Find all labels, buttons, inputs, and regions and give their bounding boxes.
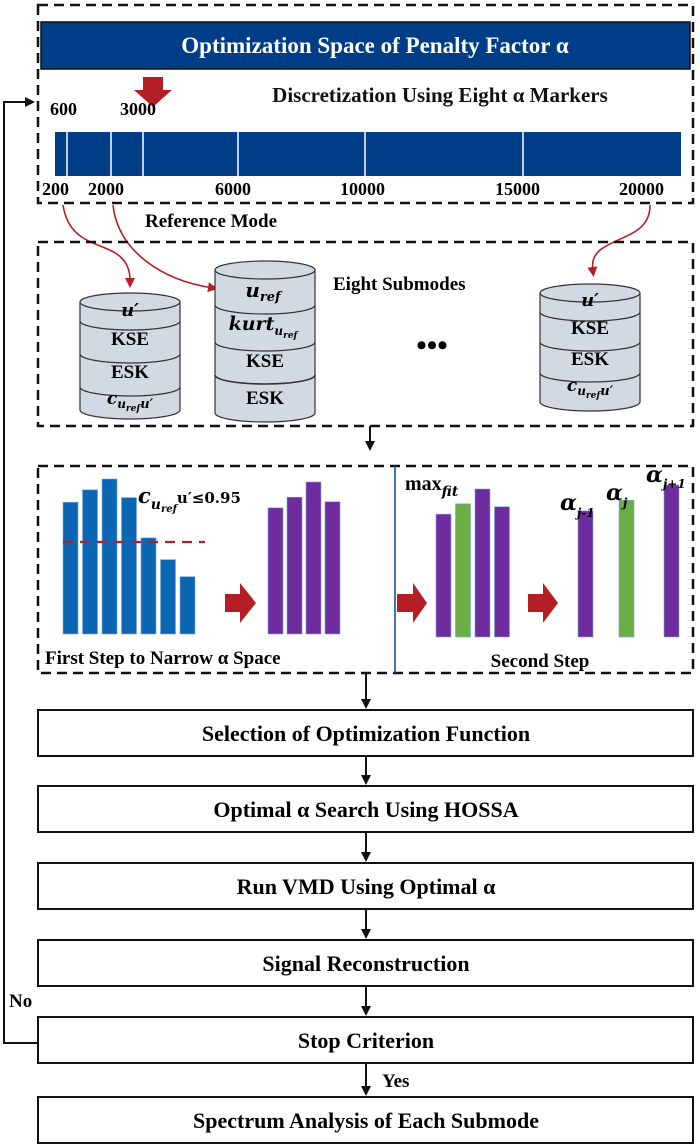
first-step-bar-1: [62, 501, 79, 635]
down-arrow-icon: [134, 77, 172, 107]
selected-alpha-bars: [577, 484, 680, 638]
second-step-bar-1: [435, 513, 452, 638]
cyl-right-kse: KSE: [571, 318, 609, 339]
threshold-label: curefu′≤0.95: [138, 483, 241, 515]
feedback-loop-arrow: [3, 97, 38, 1044]
marker-label-10000: 10000: [340, 179, 385, 199]
filtered-bar-2: [286, 496, 303, 635]
second-step-label: Second Step: [491, 651, 590, 672]
cyl-right-esk: ESK: [571, 349, 609, 370]
marker-label-600: 600: [50, 99, 77, 119]
first-step-bar-5: [140, 537, 157, 635]
discretization-label: Discretization Using Eight α Markers: [272, 83, 608, 107]
second-step-bar-2: [455, 503, 471, 638]
submodes-title: Eight Submodes: [333, 274, 466, 295]
alpha-bar-body: [55, 132, 681, 176]
cyl-left-esk: ESK: [111, 362, 149, 383]
cyl-right-u-prime: u′: [581, 290, 599, 311]
cyl-ref-u-ref: uref: [245, 278, 283, 305]
red-curve-arrow-20000: [587, 204, 651, 277]
filtered-bar-3: [305, 481, 322, 635]
second-step-bar-3: [474, 488, 491, 638]
selected-alpha-bar-1: [577, 510, 594, 638]
branch-label-yes: Yes: [382, 1071, 409, 1092]
step-box-spectrum-analysis: [37, 1096, 694, 1144]
right-arrow-icon-3: [528, 583, 558, 623]
marker-label-3000: 3000: [120, 99, 156, 119]
alpha-label-j-plus-1: αj+1: [646, 462, 686, 491]
marker-label-20000: 20000: [619, 179, 664, 199]
cyl-ref-kse: KSE: [246, 351, 284, 372]
step-label-stop-criterion: Stop Criterion: [298, 1028, 434, 1053]
step-box-run-vmd: [37, 862, 694, 910]
cyl-left-c-label: curefu′: [107, 389, 154, 414]
step-label-optimal-alpha-search-hossa: Optimal α Search Using HOSSA: [213, 797, 518, 822]
step-label-signal-reconstruction: Signal Reconstruction: [262, 951, 469, 976]
first-step-bars: [62, 478, 196, 635]
optimization-space-box: [36, 3, 695, 205]
step-label-selection-of-optimization-function: Selection of Optimization Function: [202, 721, 530, 746]
second-step-bar-4: [494, 506, 510, 638]
first-step-bar-7: [179, 576, 196, 635]
first-step-bar-3: [101, 478, 118, 635]
red-curve-arrow-2000: [112, 204, 218, 293]
right-arrow-icon-2: [397, 583, 427, 623]
alpha-label-j-minus-1: αj-1: [560, 490, 595, 520]
right-arrow-icon-1: [225, 583, 256, 623]
cylinder-submode-20000: u′ KSE ESK curefu′: [539, 283, 641, 412]
title-banner-text: Optimization Space of Penalty Factor α: [181, 33, 569, 58]
submodes-box: [36, 240, 695, 428]
first-step-label: First Step to Narrow α Space: [45, 648, 281, 669]
marker-label-200: 200: [42, 179, 69, 199]
filtered-bars: [267, 481, 341, 635]
first-step-bar-2: [82, 489, 98, 635]
step-box-signal-reconstruction: [37, 939, 694, 987]
cylinder-reference-mode: uref kurturef KSE ESK: [214, 260, 316, 423]
first-step-bar-4: [121, 497, 137, 635]
maxfit-label: maxfit: [405, 473, 459, 500]
filtered-bar-1: [267, 507, 284, 635]
cyl-right-c-label: curefu′: [567, 376, 614, 401]
step-label-spectrum-analysis: Spectrum Analysis of Each Submode: [193, 1108, 539, 1133]
selected-alpha-bar-2: [618, 499, 635, 638]
cyl-left-kse: KSE: [111, 329, 149, 350]
step-box-selection-of-optimization-function: [37, 709, 694, 757]
reference-mode-label: Reference Mode: [145, 211, 277, 232]
ellipsis-icon: •••: [416, 329, 448, 362]
cylinder-submode-200: u′ KSE ESK curefu′: [79, 292, 181, 420]
alpha-label-j: αj: [606, 480, 628, 510]
marker-label-6000: 6000: [215, 179, 251, 199]
step-label-run-vmd: Run VMD Using Optimal α: [237, 874, 497, 899]
marker-label-15000: 15000: [495, 179, 540, 199]
branch-label-no: No: [9, 991, 32, 1012]
cyl-left-u-prime: u′: [121, 300, 139, 321]
filtered-bar-4: [324, 501, 341, 635]
marker-label-2000: 2000: [88, 179, 124, 199]
second-step-bars: [435, 488, 510, 638]
alpha-marker-bar: [55, 132, 681, 176]
step-box-stop-criterion: [37, 1016, 694, 1064]
red-curve-arrow-200: [62, 204, 135, 288]
first-step-bar-6: [160, 559, 176, 635]
flow-steps: Selection of Optimization FunctionOptima…: [37, 673, 694, 1144]
cyl-ref-esk: ESK: [246, 388, 284, 409]
step-box-optimal-alpha-search-hossa: [37, 785, 694, 833]
title-banner: [40, 21, 691, 70]
selected-alpha-bar-3: [663, 484, 680, 638]
cyl-ref-kurt: kurturef: [229, 313, 300, 341]
